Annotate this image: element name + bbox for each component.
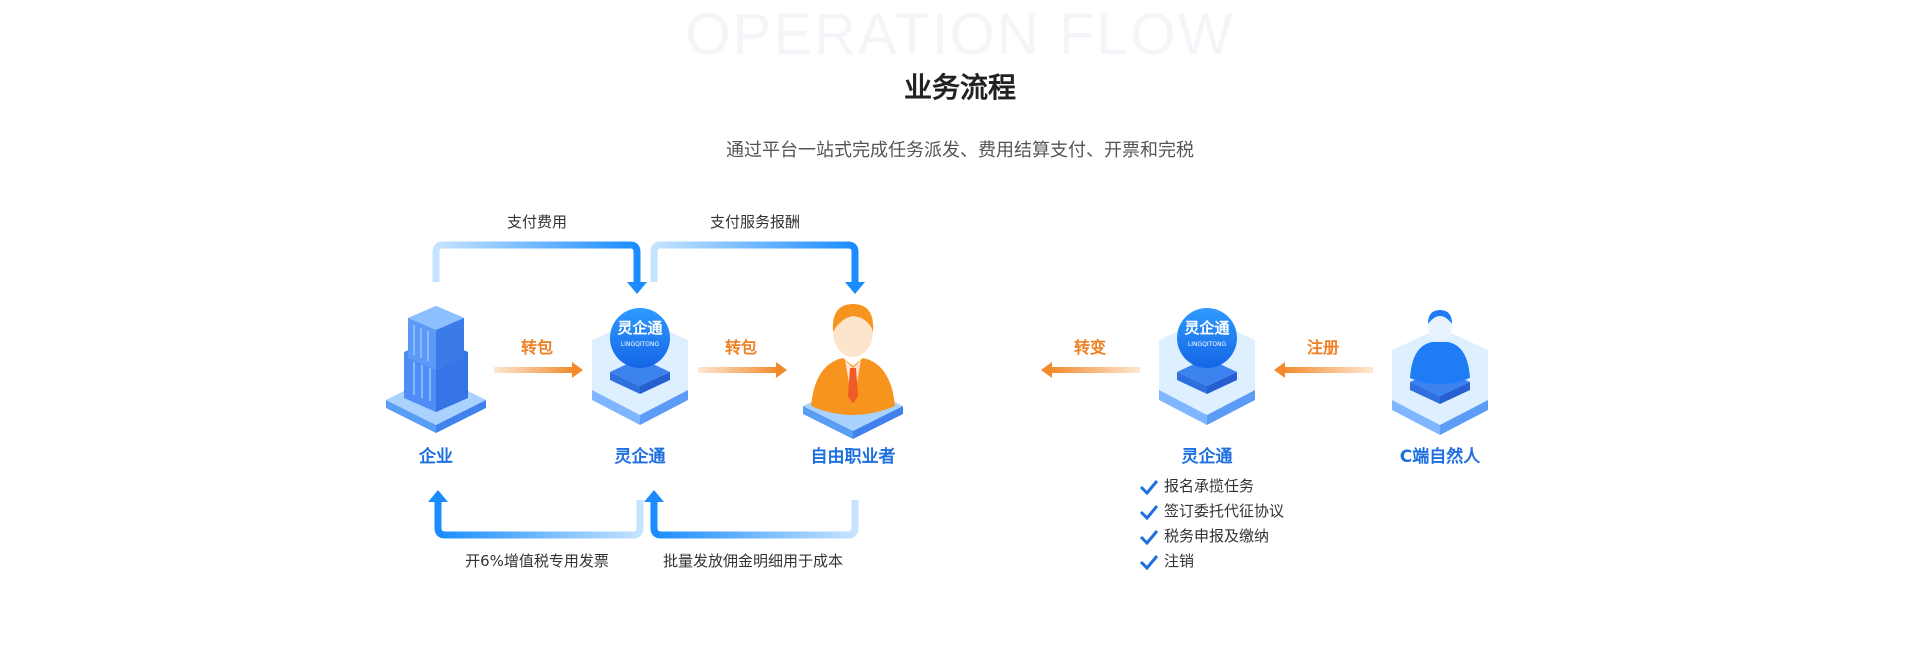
watermark: OPERATION FLOW <box>685 2 1235 67</box>
page-title: 业务流程 <box>903 71 1017 104</box>
check-icon <box>1139 529 1159 545</box>
arrow-pay-service <box>650 241 859 284</box>
checklist-item: 税务申报及缴纳 <box>1139 527 1284 546</box>
page-subtitle: 通过平台一站式完成任务派发、费用结算支付、开票和完税 <box>726 140 1194 161</box>
checklist-text: 注销 <box>1164 552 1195 570</box>
arrow-pay-service-head <box>845 282 865 294</box>
node-person: C端自然人 <box>1399 447 1481 467</box>
label-transfer: 转变 <box>1073 338 1107 357</box>
node-enterprise: 企业 <box>419 447 453 467</box>
node-platform2: 灵企通 <box>1181 447 1233 467</box>
logo-en: LINGQITONG <box>620 341 660 348</box>
node-freelancer: 自由职业者 <box>810 447 896 467</box>
checklist-text: 税务申报及缴纳 <box>1164 527 1270 545</box>
arrow-batch <box>650 500 859 539</box>
logo-en-2: LINGQITONG <box>1187 341 1227 348</box>
platform-icon: 灵企通 LINGQITONG <box>590 300 690 430</box>
label-invoice: 开6%增值税专用发票 <box>465 552 609 570</box>
building-icon <box>386 306 486 433</box>
label-register: 注册 <box>1306 338 1340 357</box>
checklist-text: 签订委托代征协议 <box>1164 502 1285 520</box>
arrow-sub2-head <box>776 362 787 378</box>
checklist-text: 报名承揽任务 <box>1164 477 1255 495</box>
arrow-sub1 <box>494 367 574 373</box>
check-icon <box>1139 504 1159 520</box>
label-batch: 批量发放佣金明细用于成本 <box>662 552 844 570</box>
label-pay-service: 支付服务报酬 <box>709 213 801 231</box>
check-icon <box>1139 554 1159 570</box>
node-platform1: 灵企通 <box>614 447 666 467</box>
arrow-invoice <box>434 500 644 539</box>
label-sub1: 转包 <box>520 338 554 357</box>
arrow-pay-fee <box>432 241 641 284</box>
arrow-transfer-head <box>1041 362 1052 378</box>
check-icon <box>1139 479 1159 495</box>
arrow-register <box>1283 367 1373 373</box>
arrow-transfer <box>1050 367 1140 373</box>
checklist-item: 报名承揽任务 <box>1139 477 1284 496</box>
arrow-sub1-head <box>572 362 583 378</box>
arrow-pay-fee-head <box>627 282 647 294</box>
checklist: 报名承揽任务 签订委托代征协议 税务申报及缴纳 注销 <box>1139 477 1285 571</box>
checklist-item: 签订委托代征协议 <box>1139 502 1285 521</box>
freelancer-icon <box>803 304 903 439</box>
arrow-batch-head <box>644 490 664 502</box>
arrow-invoice-head <box>428 490 448 502</box>
arrow-register-head <box>1274 362 1285 378</box>
checklist-item: 注销 <box>1139 552 1284 571</box>
platform-icon-2: 灵企通 LINGQITONG <box>1157 300 1257 430</box>
logo-cn-2: 灵企通 <box>1184 319 1230 337</box>
label-sub2: 转包 <box>724 338 758 357</box>
arrow-sub2 <box>698 367 778 373</box>
person-icon <box>1392 310 1488 435</box>
logo-cn: 灵企通 <box>617 319 663 337</box>
label-pay-fee: 支付费用 <box>506 213 568 231</box>
